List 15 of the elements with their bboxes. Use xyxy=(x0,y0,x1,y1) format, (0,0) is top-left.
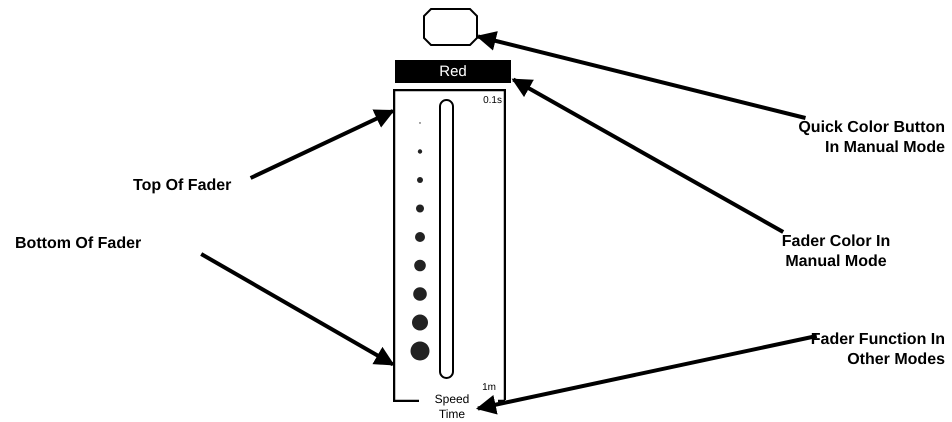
color-name-bar: Red xyxy=(395,60,511,83)
scale-label: 1m xyxy=(482,382,496,394)
callout-label: Quick Color Button In Manual Mode xyxy=(790,118,945,158)
leader-arrow xyxy=(476,334,818,414)
callout-label: Fader Color In Manual Mode xyxy=(770,232,902,272)
callout-label: Top Of Fader xyxy=(133,176,253,196)
fader-function-label: Speed Time xyxy=(425,392,479,422)
leader-arrow xyxy=(512,78,784,234)
leader-arrow xyxy=(476,31,806,120)
leader-arrow xyxy=(250,109,395,180)
leader-arrow xyxy=(200,252,395,366)
scale-label: 0.1s xyxy=(483,95,502,107)
quick-color-button xyxy=(423,8,478,46)
callout-label: Fader Function In Other Modes xyxy=(810,330,945,370)
callout-label: Bottom Of Fader xyxy=(15,234,205,254)
